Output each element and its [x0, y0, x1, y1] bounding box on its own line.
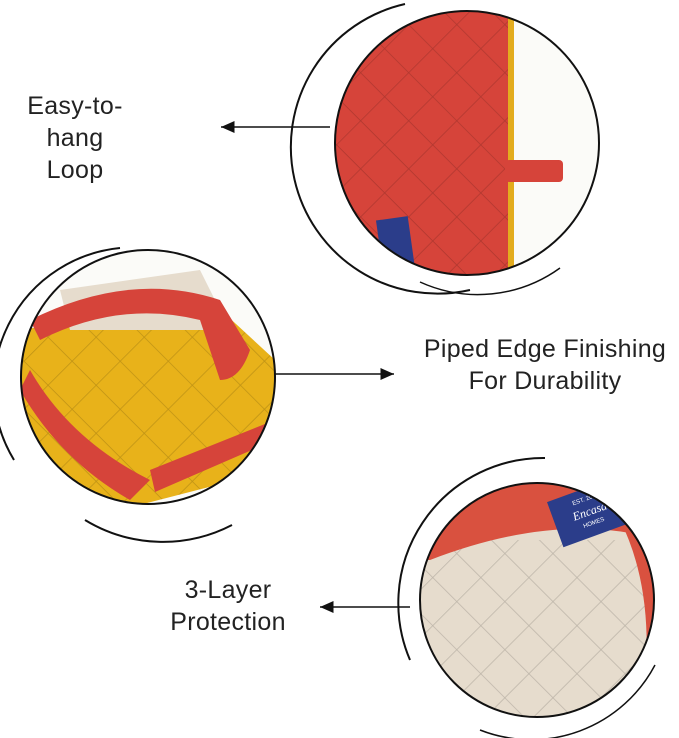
decor-arc	[397, 456, 546, 661]
decor-arc	[0, 247, 121, 461]
feature-label-loop: Easy-to-hang Loop	[0, 90, 150, 186]
decor-arc	[84, 519, 233, 543]
loop-closeup-image	[335, 11, 599, 275]
feature-line: 3-Layer	[184, 576, 272, 604]
feature-line: Piped Edge Finishing	[423, 335, 667, 363]
feature-label-piped-edge: Piped Edge Finishing For Durability	[405, 333, 679, 397]
decor-arc	[419, 267, 561, 296]
feature-line: Protection	[170, 608, 286, 636]
feature-line: Loop	[46, 156, 104, 184]
feature-line: Easy-to-hang	[27, 92, 123, 152]
feature-line: For Durability	[468, 367, 622, 395]
piped-circle-border	[20, 249, 276, 505]
piped-edge-closeup-image	[21, 250, 275, 504]
loop-circle-border	[334, 10, 600, 276]
feature-label-layers: 3-Layer Protection	[148, 574, 308, 638]
decor-arc	[479, 664, 656, 738]
layers-circle-border	[419, 482, 655, 718]
decor-arc	[289, 3, 471, 295]
